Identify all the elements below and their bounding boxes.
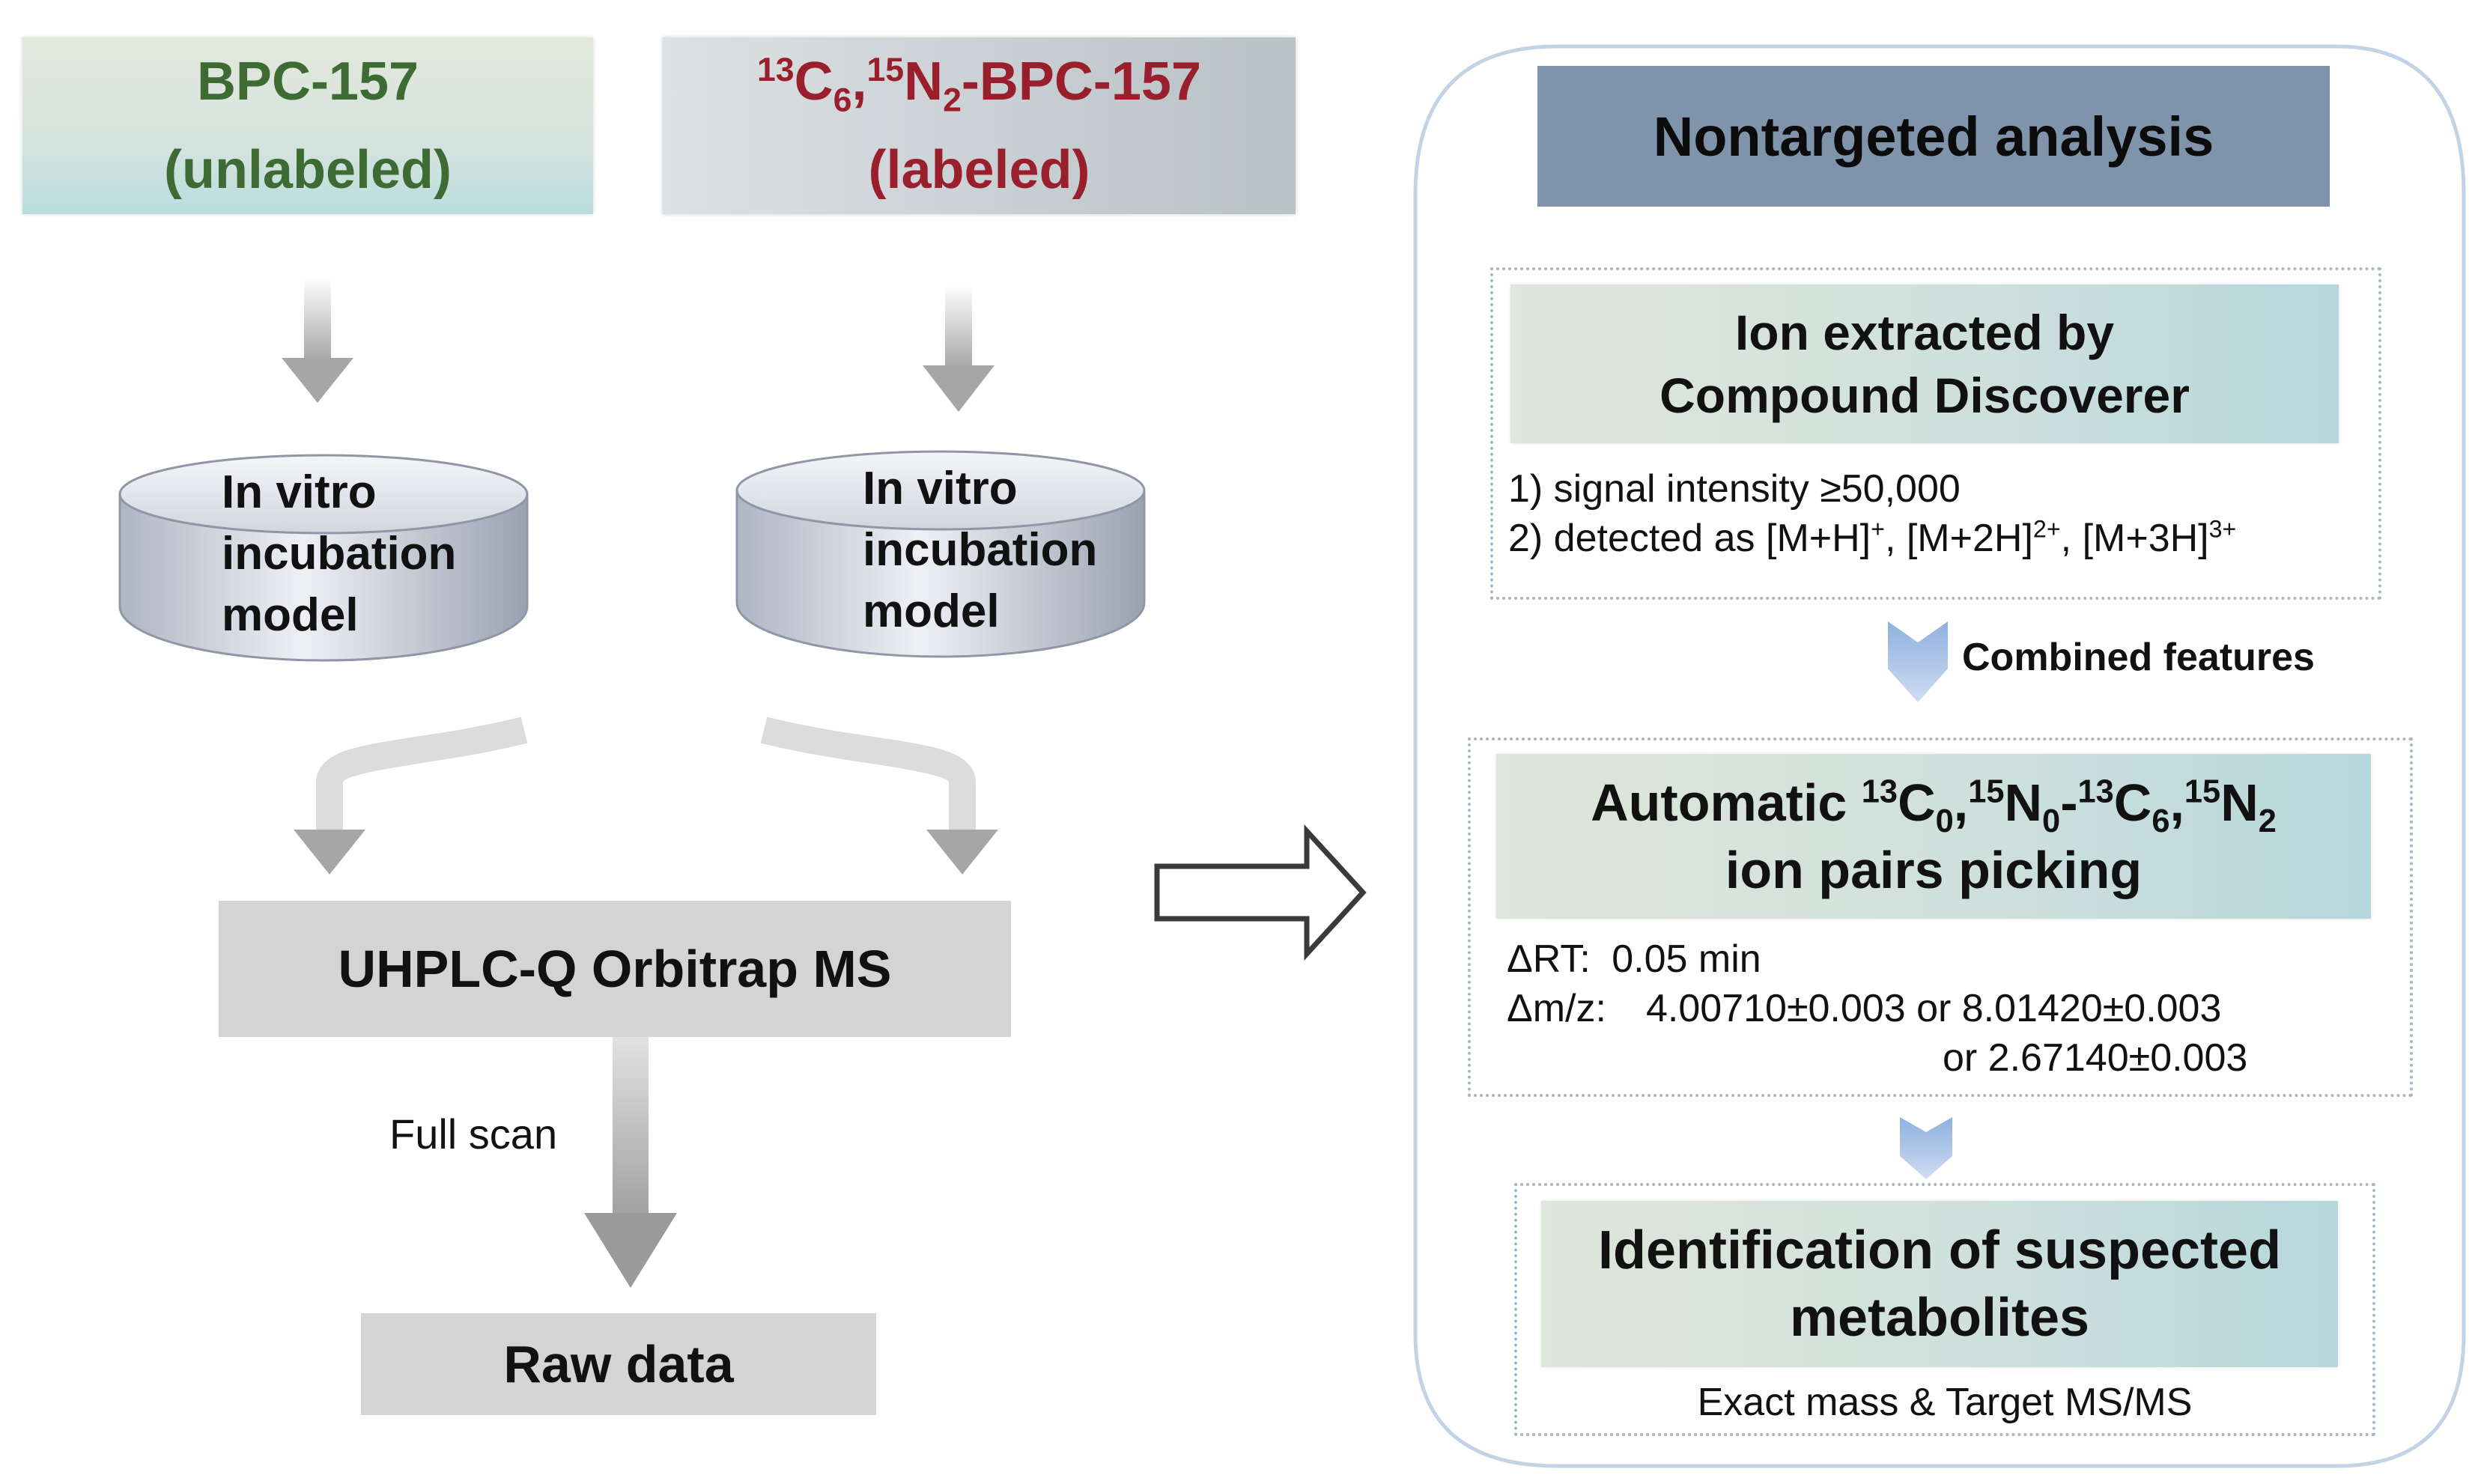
step2-title-line1: Automatic 13C0,15N0-13C6,15N2 — [1591, 773, 2277, 839]
step2-mz-label: Δm/z: — [1507, 987, 1606, 1030]
arrow-full-scan — [584, 1037, 677, 1288]
step1-title-box: Ion extracted by Compound Discoverer — [1510, 285, 2339, 443]
combined-features-label: Combined features — [1962, 636, 2315, 679]
cylinder-right-shape — [735, 450, 1146, 658]
ms-instrument-box: UHPLC-Q Orbitrap MS — [219, 901, 1011, 1037]
chevron-combined-icon — [1888, 621, 1948, 702]
cylinder-left-line2: incubation — [222, 528, 457, 580]
panel-border — [1413, 44, 2466, 1468]
chevron-step3-icon — [1900, 1117, 1952, 1179]
step2-rt: ΔRT: 0.05 min — [1507, 934, 1761, 984]
labeled-compound-name: 13C6,15N2-BPC-157 — [756, 52, 1202, 119]
arrow-down-left-top — [282, 277, 353, 403]
step1-criterion-intensity: 1) signal intensity ≥50,000 — [1508, 467, 1961, 511]
arrow-curved-left — [294, 717, 528, 875]
raw-data-label: Raw data — [503, 1335, 734, 1393]
step1-title-line2: Compound Discoverer — [1659, 368, 2190, 423]
step1-title-line1: Ion extracted by — [1734, 305, 2115, 360]
cylinder-right-line1: In vitro — [863, 463, 1018, 514]
cylinder-left-shape — [118, 454, 529, 662]
step2-title-line2: ion pairs picking — [1725, 841, 2143, 899]
step2-rt-label: ΔRT: — [1507, 937, 1591, 981]
step1-frame — [1490, 267, 2381, 600]
cylinder-right-label: In vitro incubation model — [863, 458, 1097, 642]
step2-rt-value: 0.05 min — [1612, 937, 1761, 981]
step2-mz-value2: or 2.67140±0.003 — [1943, 1036, 2248, 1080]
raw-data-box: Raw data — [361, 1313, 876, 1415]
step3-title-line1: Identification of suspected — [1597, 1220, 2282, 1280]
arrow-curved-right — [760, 717, 998, 875]
step3-note: Exact mass & Target MS/MS — [1697, 1381, 2193, 1424]
cylinder-left-label: In vitro incubation model — [222, 462, 456, 646]
labeled-compound-note: (labeled) — [868, 140, 1090, 200]
cylinder-left-line3: model — [222, 589, 359, 641]
step1-criteria: 1) signal intensity ≥50,000 2) detected … — [1508, 464, 2236, 563]
panel-title: Nontargeted analysis — [1653, 105, 2214, 168]
cylinder-left-line1: In vitro — [222, 466, 377, 518]
panel-title-box: Nontargeted analysis — [1537, 66, 2330, 207]
step2-title-box: Automatic 13C0,15N0-13C6,15N2 ion pairs … — [1496, 754, 2371, 919]
step2-frame — [1468, 738, 2413, 1097]
full-scan-label: Full scan — [389, 1110, 558, 1158]
arrow-down-right-top — [923, 285, 994, 412]
labeled-compound-box: 13C6,15N2-BPC-157 (labeled) — [663, 37, 1296, 214]
cylinder-right-line2: incubation — [863, 524, 1098, 576]
step1-criterion-charge: 2) detected as [M+H]+, [M+2H]2+, [M+3H]3… — [1508, 515, 2237, 560]
arrow-to-panel — [1154, 824, 1367, 961]
unlabeled-compound-note: (unlabeled) — [163, 140, 452, 200]
step3-title-box: Identification of suspected metabolites — [1541, 1201, 2338, 1367]
step2-mz-value1: 4.00710±0.003 or 8.01420±0.003 — [1646, 987, 2222, 1030]
ms-instrument-label: UHPLC-Q Orbitrap MS — [338, 940, 892, 998]
step3-frame — [1514, 1183, 2375, 1436]
unlabeled-compound-box: BPC-157 (unlabeled) — [22, 37, 593, 214]
cylinder-right-line3: model — [863, 586, 1000, 637]
step3-title-line2: metabolites — [1789, 1288, 2090, 1348]
unlabeled-compound-name: BPC-157 — [196, 52, 419, 112]
